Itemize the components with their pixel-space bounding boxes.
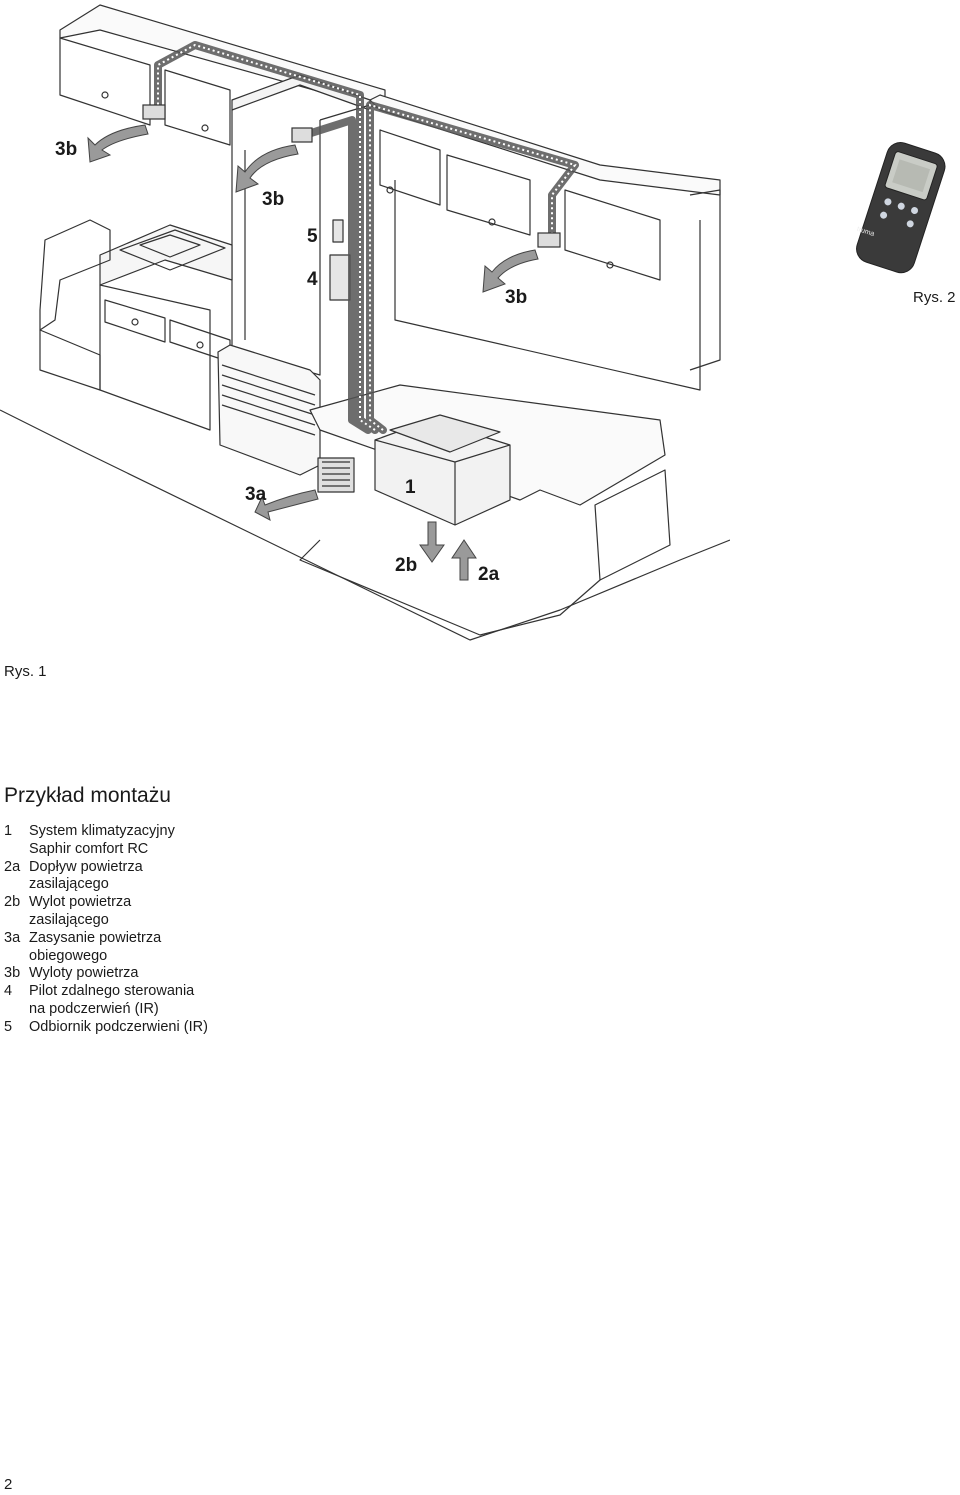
callout-4: 4 [307, 269, 318, 290]
legend-item: 3a Zasysanie powietrza obiegowego [4, 930, 208, 966]
callout-3b-middle: 3b [262, 189, 285, 210]
legend-item: 1 System klimatyzacyjny Saphir comfort R… [4, 823, 208, 859]
section-title: Przykład montażu [4, 784, 171, 807]
callout-3a: 3a [245, 484, 267, 505]
legend-key: 1 [4, 823, 13, 839]
legend-text: Pilot zdalnego sterowania na podczerwień… [29, 983, 195, 1017]
legend-text: Zasysanie powietrza obiegowego [29, 929, 162, 964]
callout-2b: 2b [395, 555, 418, 576]
legend-item: 3b Wyloty powietrza [4, 965, 208, 983]
legend-text: Wylot powietrza zasilającego [29, 894, 132, 928]
figure-2-label: Rys. 2 [913, 289, 956, 306]
legend-text: Odbiornik podczerwieni (IR) [29, 1018, 208, 1035]
legend-item: 5 Odbiornik podczerwieni (IR) [4, 1019, 208, 1037]
callout-3b-right: 3b [505, 287, 528, 308]
legend-key: 4 [4, 983, 13, 1000]
legend-key: 5 [4, 1018, 13, 1035]
legend-item: 4 Pilot zdalnego sterowania na podczerwi… [4, 983, 208, 1019]
legend-key: 3b [4, 965, 21, 982]
legend-text: Dopływ powietrza zasilającego [29, 858, 143, 893]
callout-5: 5 [307, 226, 318, 247]
legend-key: 2a [4, 858, 21, 875]
page-number: 2 [4, 1476, 13, 1493]
legend-item: 2a Dopływ powietrza zasilającego [4, 859, 208, 895]
remote-control-illustration: truma [856, 142, 946, 274]
legend-text: System klimatyzacyjny Saphir comfort RC [29, 823, 175, 857]
legend-key: 2b [4, 894, 21, 911]
figure-1-label: Rys. 1 [4, 663, 47, 680]
callout-2a: 2a [478, 564, 500, 585]
legend-key: 3a [4, 929, 21, 946]
installation-illustration [0, 4, 730, 641]
legend-item: 2b Wylot powietrza zasilającego [4, 894, 208, 930]
callout-1: 1 [405, 477, 416, 498]
legend-text: Wyloty powietrza [29, 965, 139, 982]
callout-3b-left: 3b [55, 139, 78, 160]
legend-list: 1 System klimatyzacyjny Saphir comfort R… [4, 823, 208, 1037]
